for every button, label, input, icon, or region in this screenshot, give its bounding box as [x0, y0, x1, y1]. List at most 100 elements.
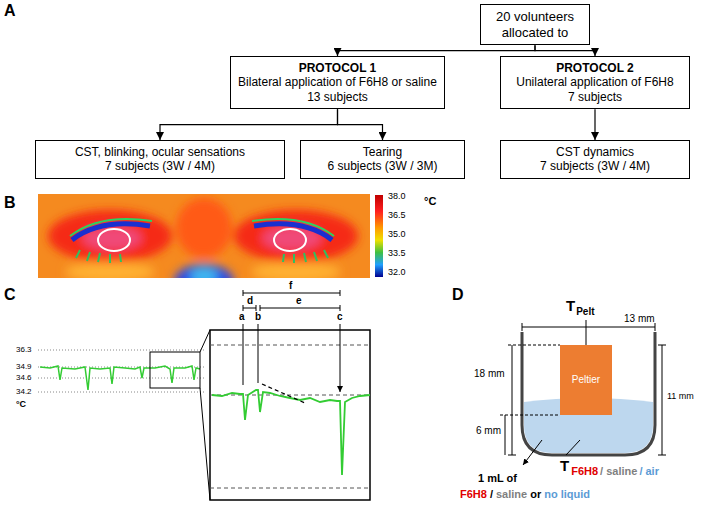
- nose-zone: [174, 264, 234, 278]
- event-arrow: [243, 324, 340, 392]
- start-box: 20 volunteers allocated to: [480, 4, 590, 45]
- flow-arrow: [594, 109, 595, 140]
- outcome-box: Tearing6 subjects (3W / 3M): [300, 140, 465, 179]
- scale-value: 34.9: [16, 363, 32, 372]
- dimension-line: [658, 345, 666, 455]
- cup-setup: [500, 320, 666, 465]
- roi-ellipse: [274, 229, 306, 251]
- temperature-trace-zoom: [210, 290, 370, 500]
- flow-arrow: [535, 45, 595, 56]
- annotation-label: a: [239, 311, 245, 322]
- box-text: Bilateral application of F6H8 or saline: [237, 75, 438, 89]
- symbol-label: T: [566, 298, 575, 315]
- eyelid-edge: [252, 219, 334, 236]
- annotation-label: e: [296, 295, 302, 306]
- label-group: TPelt: [566, 298, 595, 315]
- symbol-label: F6H8: [571, 465, 598, 477]
- box-text: Tearing: [307, 145, 458, 159]
- symbol-label: /: [490, 488, 493, 500]
- flow-arrow: [338, 45, 536, 56]
- outcome-box: CST dynamics7 subjects (3W / 4M): [500, 140, 690, 179]
- thermal-zones: [48, 198, 358, 278]
- protocol-box: PROTOCOL 1Bilateral application of F6H8 …: [230, 56, 445, 109]
- box-text: 13 subjects: [237, 90, 438, 104]
- annotation-label: °C: [424, 195, 436, 207]
- box-text: Peltier: [572, 374, 600, 386]
- annotation-label: f: [289, 280, 292, 291]
- symbol-label: F6H8: [460, 488, 487, 500]
- roi-ellipse: [98, 229, 130, 251]
- box-text: CST dynamics: [507, 145, 683, 159]
- annotation-label: 1 mL of: [478, 472, 517, 484]
- label-group: TF6H8/ saline/ air: [560, 458, 659, 475]
- scale-value: 35.0: [388, 230, 406, 240]
- box-heading: PROTOCOL 1: [237, 61, 438, 75]
- cool-zone: [251, 262, 341, 278]
- symbol-label: Pelt: [576, 306, 594, 317]
- annotation-label: c: [337, 311, 343, 322]
- scale-value: 33.5: [388, 249, 406, 259]
- symbol-label: no liquid: [544, 488, 590, 500]
- scale-value: 36.3: [16, 346, 32, 355]
- interval-bracket: [243, 305, 340, 311]
- symbol-label: T: [560, 458, 569, 475]
- symbol-label: saline: [496, 488, 527, 500]
- dimension-line: [508, 345, 516, 455]
- dimension-label: 11 mm: [667, 392, 694, 402]
- temperature-trace: [40, 366, 200, 390]
- label-group: F6H8/salineorno liquid: [460, 488, 590, 500]
- box-text: 7 subjects: [507, 90, 683, 104]
- box-text: CST, blinking, ocular sensations: [42, 145, 278, 159]
- eyelid: [72, 224, 150, 240]
- annotation-label: b: [255, 311, 261, 322]
- panel-letter: A: [4, 2, 16, 20]
- dimension-label: 13 mm: [624, 313, 655, 324]
- outcome-box: CST, blinking, ocular sensations7 subjec…: [35, 140, 285, 179]
- temperature-trace: [212, 390, 370, 475]
- eyelid-edge: [70, 219, 152, 236]
- flow-arrow: [160, 109, 338, 140]
- annotation-label: d: [247, 295, 253, 306]
- box-text: 20 volunteers allocated to: [487, 9, 583, 40]
- leader-line: [586, 320, 587, 345]
- box-text: 6 subjects (3W / 3M): [307, 159, 458, 173]
- grid-line: [38, 350, 205, 392]
- zoom-region: [150, 352, 200, 388]
- warm-zone: [48, 210, 172, 262]
- dimension-line: [522, 323, 655, 331]
- temperature-trace-overview: [38, 330, 210, 500]
- cup-wall: [522, 332, 655, 455]
- dimension-guide: [500, 345, 560, 415]
- slope-line: [262, 384, 305, 403]
- dimension-label: 18 mm: [474, 368, 505, 379]
- grid-line: [210, 345, 370, 488]
- panel-letter: D: [452, 286, 464, 304]
- scale-value: 38.0: [388, 192, 406, 202]
- thermal-image: [38, 194, 370, 278]
- warm-zone: [176, 198, 232, 258]
- box-heading: PROTOCOL 2: [507, 61, 683, 75]
- leader-arrow: [523, 440, 542, 465]
- dimension-line: [505, 415, 506, 455]
- color-scale: [375, 195, 383, 277]
- cool-zone: [65, 262, 155, 278]
- scale-value: 32.0: [388, 268, 406, 278]
- box-text: 7 subjects (3W / 4M): [507, 159, 683, 173]
- nose-zone: [190, 268, 218, 278]
- leader-line: [566, 440, 580, 455]
- zoom-box: [210, 330, 370, 500]
- scale-value: 34.2: [16, 388, 32, 397]
- peltier-block: Peltier: [560, 345, 612, 415]
- panel-letter: C: [4, 286, 16, 304]
- box-text: 7 subjects (3W / 4M): [42, 159, 278, 173]
- scale-value: 36.5: [388, 211, 406, 221]
- scale-value: 34.6: [16, 374, 32, 383]
- dimension-label: 6 mm: [476, 425, 501, 436]
- panel-letter: B: [4, 194, 16, 212]
- eyelid: [254, 224, 332, 240]
- box-text: Unilateral application of F6H8: [507, 75, 683, 89]
- protocol-box: PROTOCOL 2Unilateral application of F6H8…: [500, 56, 690, 109]
- symbol-label: or: [530, 488, 541, 500]
- warm-zone: [234, 210, 358, 262]
- symbol-label: / saline: [600, 465, 637, 477]
